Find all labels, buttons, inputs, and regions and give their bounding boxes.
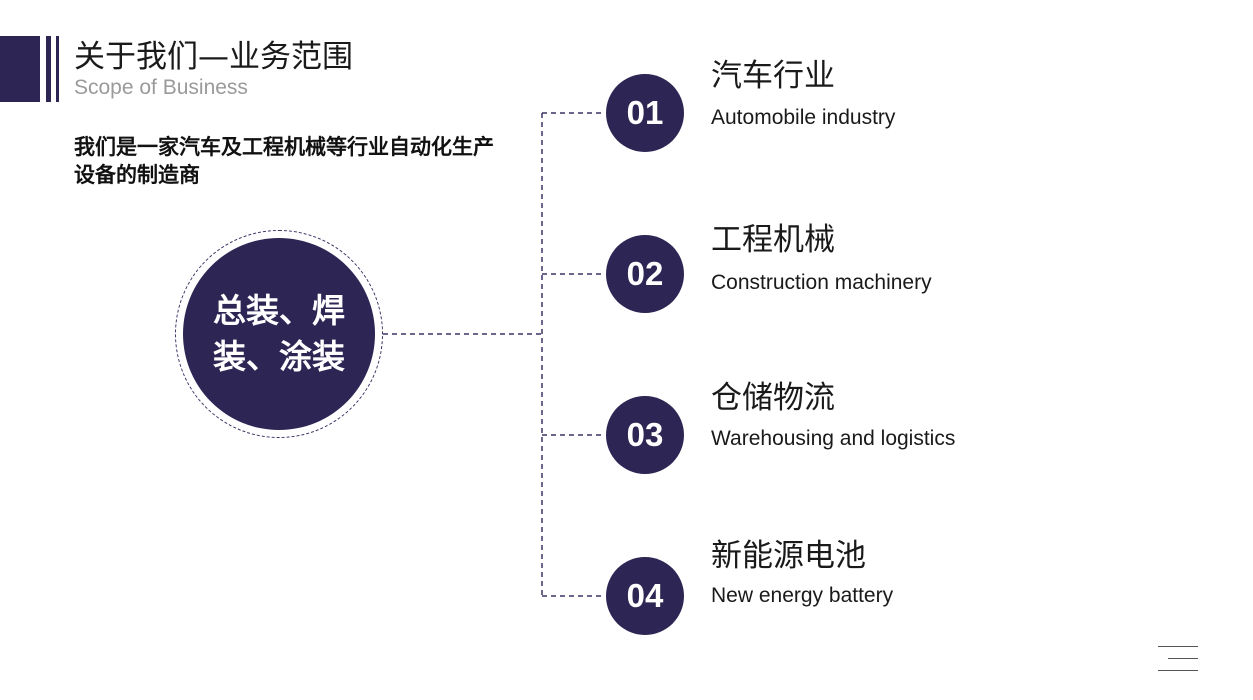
core-text-line2: 装、涂装	[213, 337, 345, 376]
core-text-line1: 总装、焊	[213, 291, 345, 330]
item-title-cn: 工程机械	[711, 222, 835, 258]
intro-text: 我们是一家汽车及工程机械等行业自动化生产设备的制造商	[74, 135, 494, 187]
item-title-cn: 汽车行业	[711, 58, 835, 94]
header-accent-block	[0, 36, 40, 102]
item-title-en: Construction machinery	[711, 271, 932, 294]
item-title-en: New energy battery	[711, 584, 894, 607]
menu-lines-icon	[1158, 646, 1198, 672]
header-accent-bar	[46, 36, 51, 102]
core-circle: 总装、焊 装、涂装	[183, 238, 375, 430]
item-number-badge: 04	[606, 557, 684, 635]
item-number-badge: 03	[606, 396, 684, 474]
item-title-en: Automobile industry	[711, 106, 896, 129]
item-title-cn: 仓储物流	[711, 380, 835, 416]
item-number-badge: 01	[606, 74, 684, 152]
item-number-badge: 02	[606, 235, 684, 313]
core-ring	[175, 230, 383, 438]
header-accent-bar-thin	[56, 36, 59, 102]
item-title-en: Warehousing and logistics	[711, 427, 956, 450]
page-title: 关于我们—业务范围	[74, 39, 353, 75]
item-title-cn: 新能源电池	[711, 538, 866, 574]
core-text: 总装、焊 装、涂装	[204, 288, 354, 380]
page-subtitle: Scope of Business	[74, 76, 248, 99]
